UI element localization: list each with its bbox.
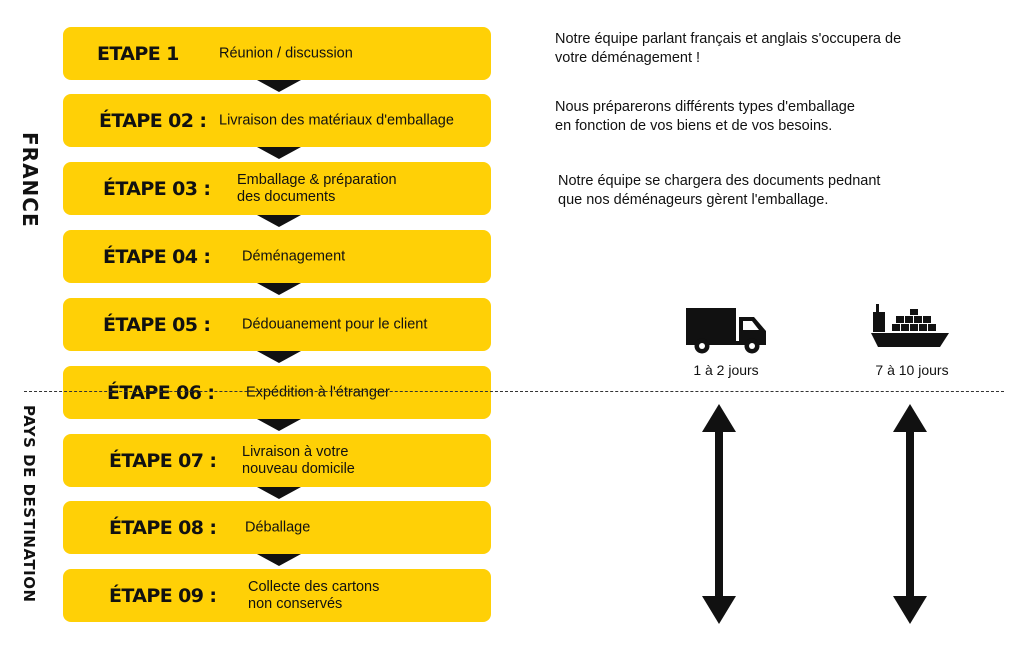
step-8: ÉTAPE 08 : Déballage [63, 501, 491, 554]
step-6: ÉTAPE 06 : Expédition à l'étranger [63, 366, 491, 419]
connector-arrow [257, 147, 301, 159]
truck-duration: 1 à 2 jours [693, 362, 759, 378]
connector-arrow [257, 351, 301, 363]
step-1: ETAPE 1 Réunion / discussion [63, 27, 491, 80]
step-2: ÉTAPE 02 : Livraison des matériaux d'emb… [63, 94, 491, 147]
ship-duration-arrow [893, 404, 927, 624]
step-description: Dédouanement pour le client [242, 316, 428, 332]
step-description: Déballage [245, 519, 311, 535]
cargo-ship-icon [871, 304, 949, 347]
step-label: ÉTAPE 05 : [103, 313, 211, 336]
side-label-france: FRANCE [18, 132, 42, 228]
note-packaging: Nous préparerons différents types d'emba… [555, 99, 855, 134]
step-label: ÉTAPE 06 : [107, 381, 215, 404]
truck-icon [686, 308, 766, 354]
step-label: ÉTAPE 03 : [103, 177, 211, 200]
connector-arrow [257, 487, 301, 499]
step-description: Expédition à l'étranger [246, 384, 390, 400]
side-label-destination: PAYS DE DESTINATION [20, 405, 38, 603]
connector-arrow [257, 215, 301, 227]
steps-flow: ETAPE 1 Réunion / discussion ÉTAPE 02 : … [63, 27, 491, 622]
truck-duration-arrow [702, 404, 736, 624]
connector-arrow [257, 283, 301, 295]
step-5: ÉTAPE 05 : Dédouanement pour le client [63, 298, 491, 351]
step-label: ÉTAPE 08 : [109, 516, 217, 539]
connector-arrow [257, 554, 301, 566]
step-label: ÉTAPE 04 : [103, 245, 211, 268]
step-description: Livraison des matériaux d'emballage [219, 112, 454, 128]
connector-arrow [257, 419, 301, 431]
dashed-divider [24, 391, 1004, 392]
step-label: ÉTAPE 07 : [109, 449, 217, 472]
note-documents: Notre équipe se chargera des documents p… [558, 173, 881, 208]
step-label: ÉTAPE 02 : [99, 109, 207, 132]
step-description: Déménagement [242, 248, 346, 264]
step-label: ÉTAPE 09 : [109, 584, 217, 607]
connector-arrow [257, 80, 301, 92]
note-language: Notre équipe parlant français et anglais… [555, 31, 902, 66]
step-4: ÉTAPE 04 : Déménagement [63, 230, 491, 283]
ship-duration: 7 à 10 jours [875, 362, 949, 378]
step-label: ETAPE 1 [97, 42, 179, 65]
step-description: Réunion / discussion [219, 45, 353, 61]
